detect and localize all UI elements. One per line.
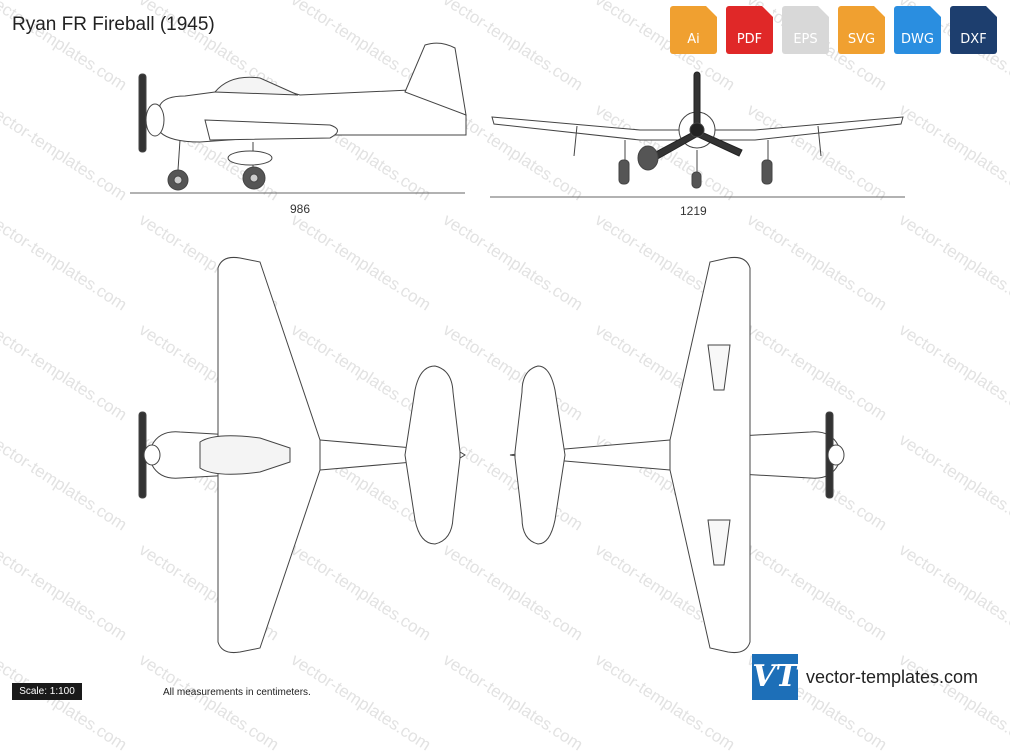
file-dxf-icon[interactable]: DXF (950, 6, 997, 54)
top-view (138, 257, 466, 653)
front-view (490, 71, 905, 198)
aircraft-drawings (130, 42, 905, 653)
front-span-dimension: 1219 (680, 204, 707, 218)
page-title: Ryan FR Fireball (1945) (12, 14, 215, 35)
file-pdf-icon[interactable]: PDF (726, 6, 773, 54)
brand-footer[interactable]: VT vector-templates.com (752, 654, 978, 700)
side-length-dimension: 986 (290, 202, 311, 216)
measurement-note: All measurements in centimeters. (163, 687, 311, 698)
file-svg-icon[interactable]: SVG (838, 6, 885, 54)
side-view (130, 42, 467, 194)
bottom-view (509, 257, 845, 653)
file-dwg-icon[interactable]: DWG (894, 6, 941, 54)
brand-name: vector-templates.com (806, 666, 979, 687)
file-ai-icon[interactable]: Ai (670, 6, 717, 54)
format-badges: Ai PDF EPS SVG DWG DXF (670, 6, 997, 54)
file-eps-icon[interactable]: EPS (782, 6, 829, 54)
scale-label: Scale: 1:100 (12, 683, 82, 700)
vt-logo-icon: VT (752, 654, 798, 700)
